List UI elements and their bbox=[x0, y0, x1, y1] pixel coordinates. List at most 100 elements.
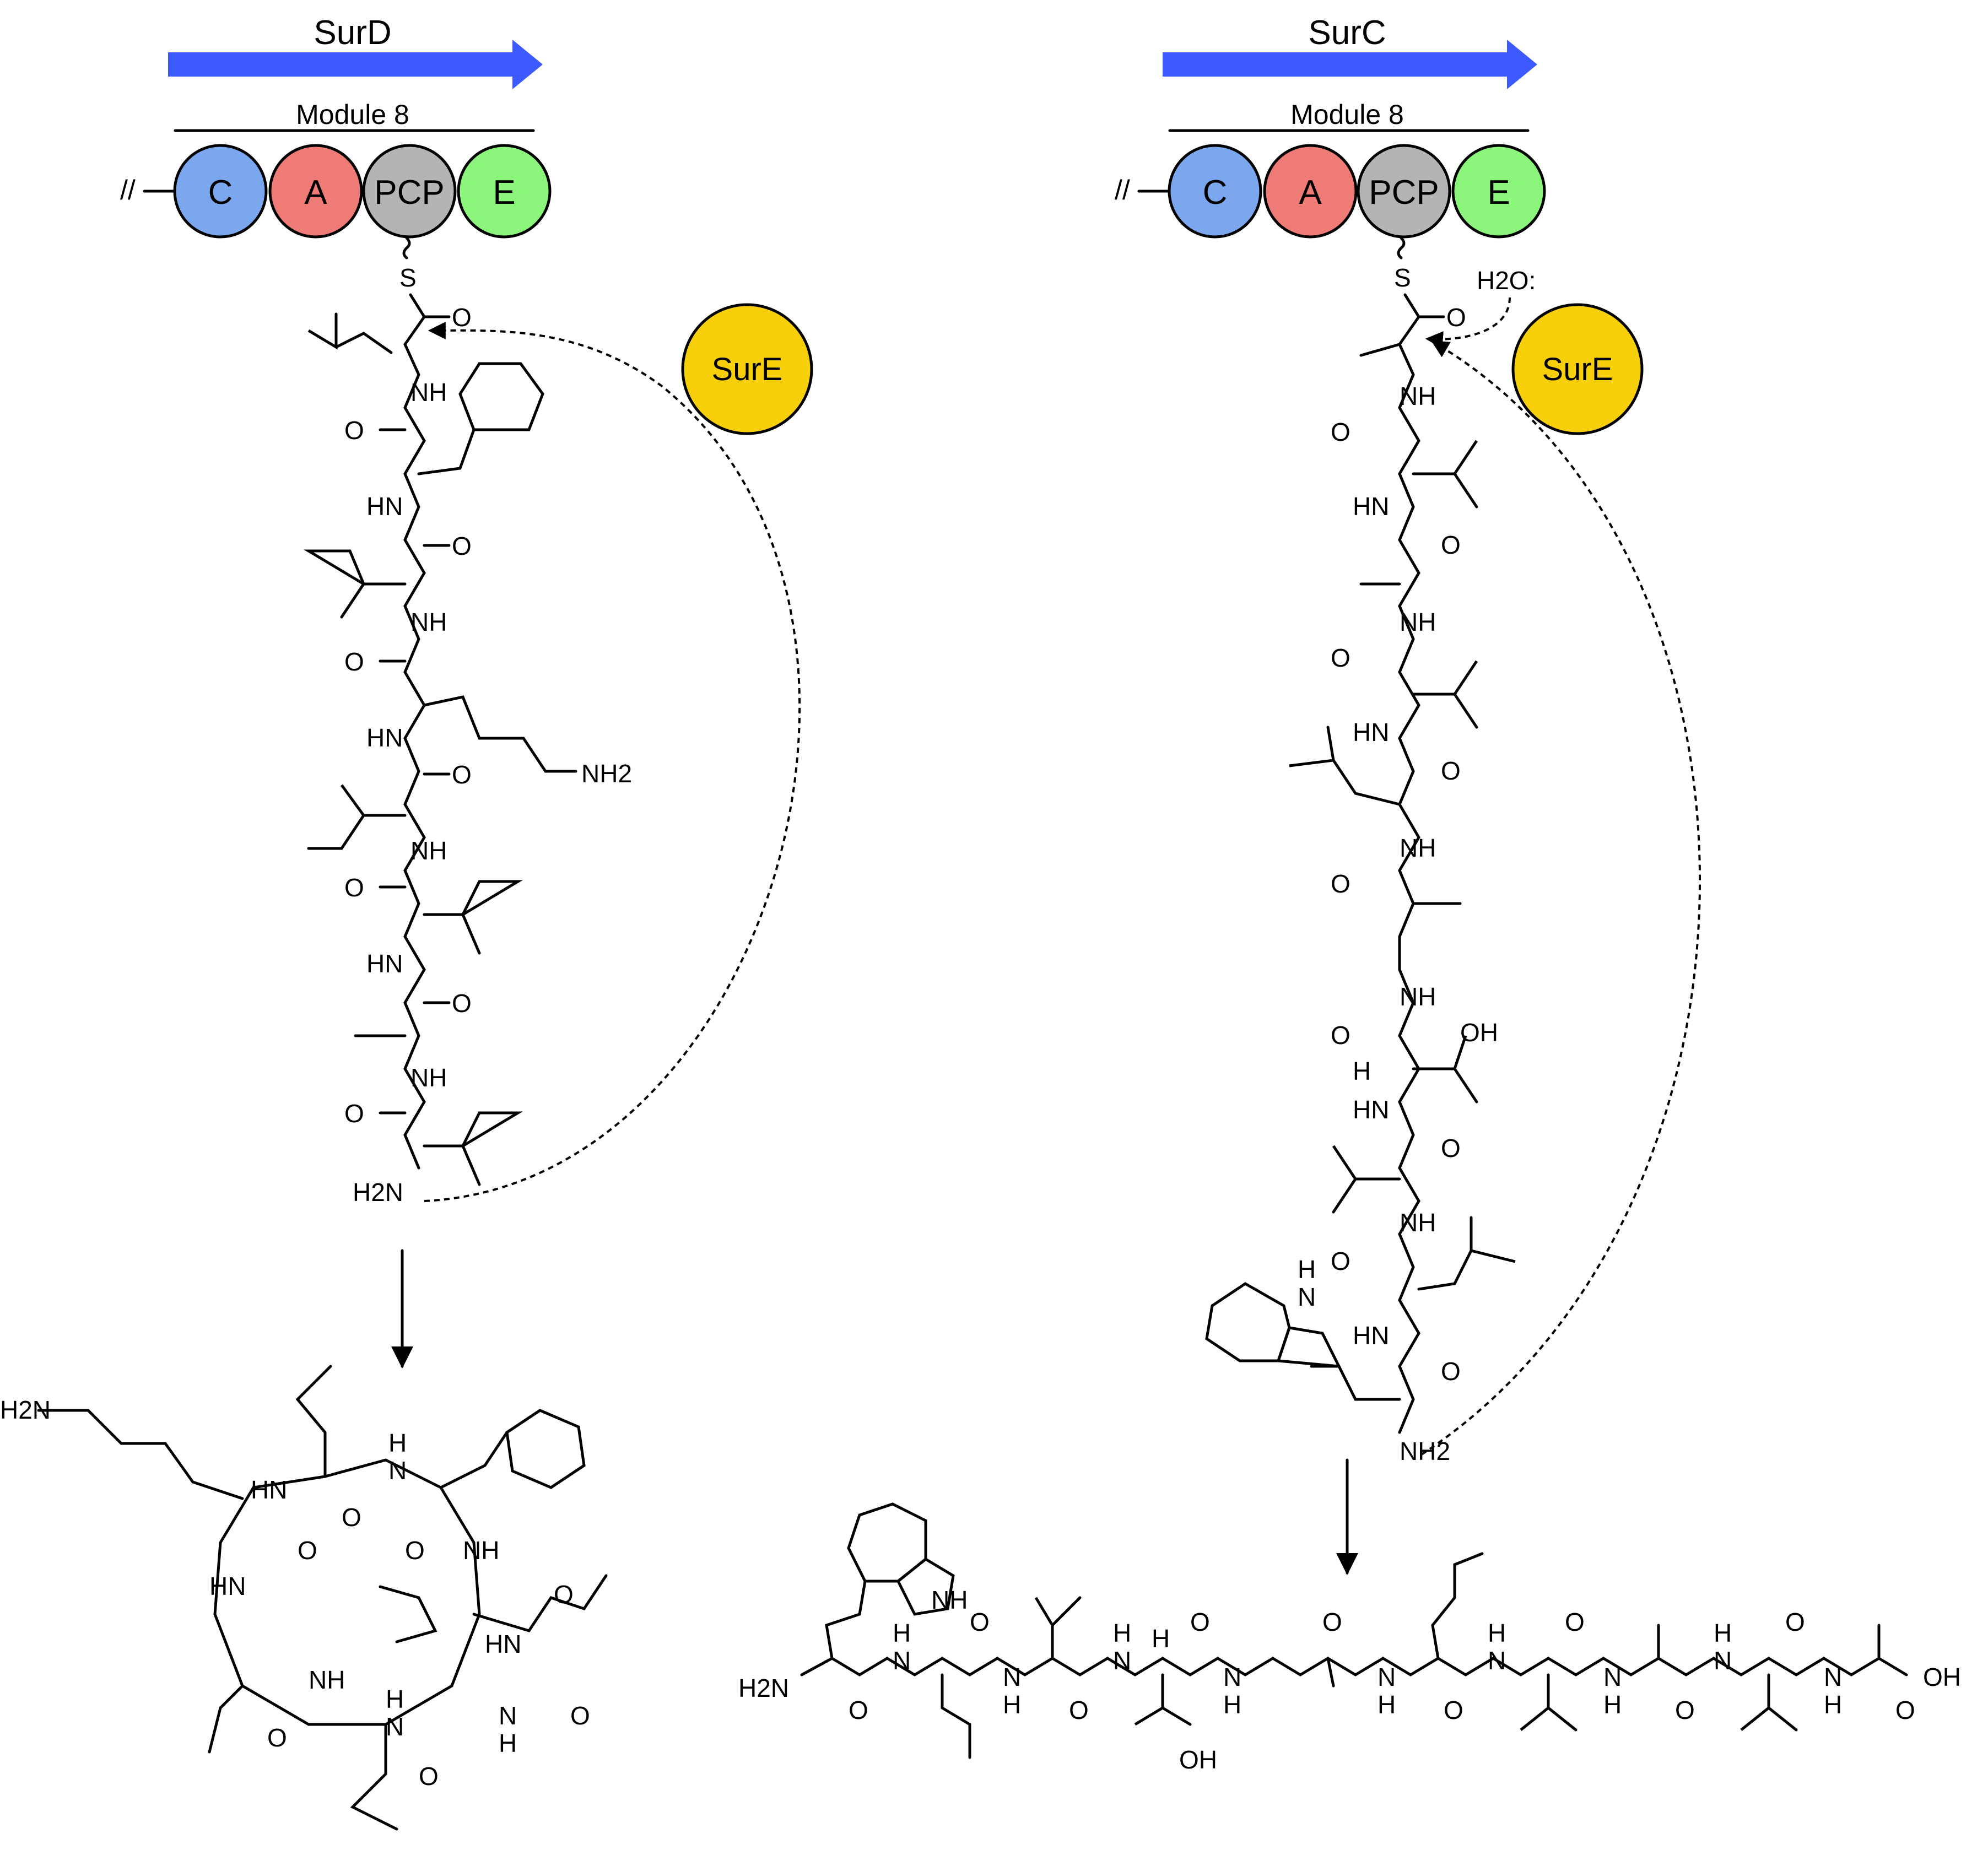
surc-peptide-backbone bbox=[1398, 293, 1420, 1434]
surc-sure-enzyme bbox=[1511, 303, 1644, 435]
surc-arrow-head bbox=[1507, 40, 1537, 89]
surd-product-h-3: H bbox=[499, 1729, 517, 1757]
surc-indole-h: H bbox=[1298, 1255, 1316, 1284]
surc-product-h-3: H bbox=[1113, 1619, 1131, 1647]
surc-hn-9: HN bbox=[1353, 1321, 1389, 1350]
surc-oh-1: OH bbox=[1460, 1018, 1498, 1047]
surd-o-2: O bbox=[344, 416, 364, 445]
surc-thr-sidechain bbox=[1412, 1035, 1478, 1104]
surd-ile-sidechain-4 bbox=[423, 1111, 523, 1186]
surc-product-oh-acid: OH bbox=[1923, 1663, 1961, 1691]
surc-linear-product bbox=[800, 1502, 1908, 1759]
surc-product-n-7: N bbox=[1603, 1663, 1622, 1691]
surc-product-o-7: O bbox=[1565, 1608, 1585, 1636]
surc-product-h-8: H bbox=[1603, 1690, 1622, 1719]
surc-indole-n: N bbox=[1298, 1283, 1316, 1311]
surc-o-1: O bbox=[1446, 303, 1466, 332]
surc-sure-label: SurE bbox=[1542, 351, 1613, 387]
surd-pcp-tether bbox=[402, 236, 411, 259]
surd-o-5: O bbox=[452, 760, 472, 789]
surd-sure-enzyme bbox=[681, 303, 813, 435]
surc-product-o-6: O bbox=[1444, 1696, 1463, 1724]
surc-o-3: O bbox=[1441, 531, 1461, 559]
surc-nh-5: NH bbox=[1400, 834, 1436, 862]
surd-ile-sidechain-3 bbox=[423, 880, 523, 955]
surc-hn-7: HN bbox=[1353, 1095, 1389, 1124]
surd-orn-sidechain bbox=[423, 695, 577, 773]
surc-product-o-5: O bbox=[1322, 1608, 1342, 1636]
surd-product-hn-2: HN bbox=[209, 1572, 246, 1600]
surc-product-n-2: N bbox=[1003, 1663, 1021, 1691]
surc-o-2: O bbox=[1331, 418, 1350, 446]
surc-product-h-2: H bbox=[1003, 1690, 1021, 1719]
surc-product-o-4: O bbox=[1190, 1608, 1210, 1636]
surc-pcp-domain bbox=[1357, 144, 1451, 239]
surd-product-o-3: O bbox=[405, 1536, 425, 1565]
surd-leu-sidechain bbox=[307, 312, 393, 354]
surd-ile-sidechain-1 bbox=[303, 549, 407, 619]
surc-product-o-1: O bbox=[849, 1696, 868, 1724]
surc-product-n-3: N bbox=[1113, 1646, 1131, 1675]
surd-arrow-shaft bbox=[168, 52, 521, 77]
surd-o-1: O bbox=[452, 303, 472, 332]
surc-product-o-9: O bbox=[1785, 1608, 1805, 1636]
surd-nh-1: NH bbox=[410, 378, 447, 407]
surd-module-label: Module 8 bbox=[296, 99, 409, 130]
surc-product-o-10: O bbox=[1895, 1696, 1915, 1724]
surc-gene-arrow bbox=[1163, 40, 1537, 89]
surd-peptide-backbone bbox=[403, 293, 426, 1170]
surd-product-h-2: H bbox=[386, 1685, 404, 1713]
surc-hydrolysis-arrow bbox=[1425, 297, 1511, 349]
surd-cyclization-arrow bbox=[424, 321, 801, 1202]
surc-product-n-6: N bbox=[1488, 1646, 1506, 1675]
surc-pcp-label: PCP bbox=[1369, 174, 1439, 212]
surd-o-3: O bbox=[452, 532, 472, 560]
surc-a-domain bbox=[1263, 144, 1358, 239]
surd-nh-7: NH bbox=[410, 1063, 447, 1092]
surc-o-10: O bbox=[1441, 1357, 1461, 1386]
surc-product-h2n: H2N bbox=[738, 1674, 789, 1702]
surc-thioester-s: S bbox=[1394, 263, 1411, 292]
surd-break-mark: // bbox=[120, 175, 136, 205]
surc-nh-8: NH bbox=[1400, 1208, 1436, 1237]
surc-val-sidechain-1 bbox=[1412, 440, 1478, 509]
surd-c-domain bbox=[173, 144, 268, 239]
surc-product-h-10: H bbox=[1824, 1690, 1842, 1719]
surc-product-n-8: N bbox=[1714, 1646, 1732, 1675]
surc-product-o-2: O bbox=[970, 1608, 990, 1636]
surc-nh-3: NH bbox=[1400, 608, 1436, 636]
surd-product-o-2: O bbox=[298, 1536, 317, 1565]
surd-product-h2n: H2N bbox=[0, 1396, 51, 1424]
surd-product-hn-1: HN bbox=[251, 1475, 287, 1504]
surc-product-indole-nh: NH bbox=[931, 1586, 968, 1614]
surc-product-h-7: H bbox=[1488, 1619, 1506, 1647]
surd-sure-label: SurE bbox=[712, 351, 783, 387]
surd-pcp-label: PCP bbox=[374, 174, 444, 212]
surc-e-label: E bbox=[1487, 174, 1510, 212]
surc-val-sidechain-3 bbox=[1332, 1145, 1401, 1214]
surd-a-domain bbox=[268, 144, 363, 239]
surc-hn-4: HN bbox=[1353, 718, 1389, 747]
surc-module-label: Module 8 bbox=[1290, 99, 1404, 130]
surc-product-h-5: H bbox=[1223, 1690, 1241, 1719]
surd-arrow-head bbox=[512, 40, 543, 89]
surc-gene-label: SurC bbox=[1308, 14, 1386, 52]
surd-cyclic-product bbox=[37, 1365, 608, 1831]
surc-o-4: O bbox=[1331, 643, 1350, 672]
surc-attack-arrow bbox=[1420, 340, 1701, 1456]
surd-h2n-terminus: H2N bbox=[353, 1178, 403, 1207]
surc-product-o-8: O bbox=[1675, 1696, 1695, 1724]
surd-product-o-7: O bbox=[570, 1701, 590, 1730]
surc-product-n-4: N bbox=[1223, 1663, 1241, 1691]
surc-panel: SurC Module 8 // C A PCP E S H2O: SurE O… bbox=[738, 14, 1961, 1774]
surd-c-label: C bbox=[208, 174, 233, 212]
surc-product-h-6: H bbox=[1377, 1690, 1396, 1719]
surc-c-domain bbox=[1168, 144, 1262, 239]
surc-arrow-shaft bbox=[1163, 52, 1515, 77]
surc-product-oh: OH bbox=[1179, 1745, 1217, 1774]
surd-product-nh-2: NH bbox=[309, 1665, 345, 1694]
surc-trp-sidechain bbox=[1205, 1282, 1401, 1401]
surd-ile-sidechain-2 bbox=[307, 784, 407, 850]
surc-o-5: O bbox=[1441, 756, 1461, 785]
surd-product-nh-1: NH bbox=[463, 1536, 499, 1565]
